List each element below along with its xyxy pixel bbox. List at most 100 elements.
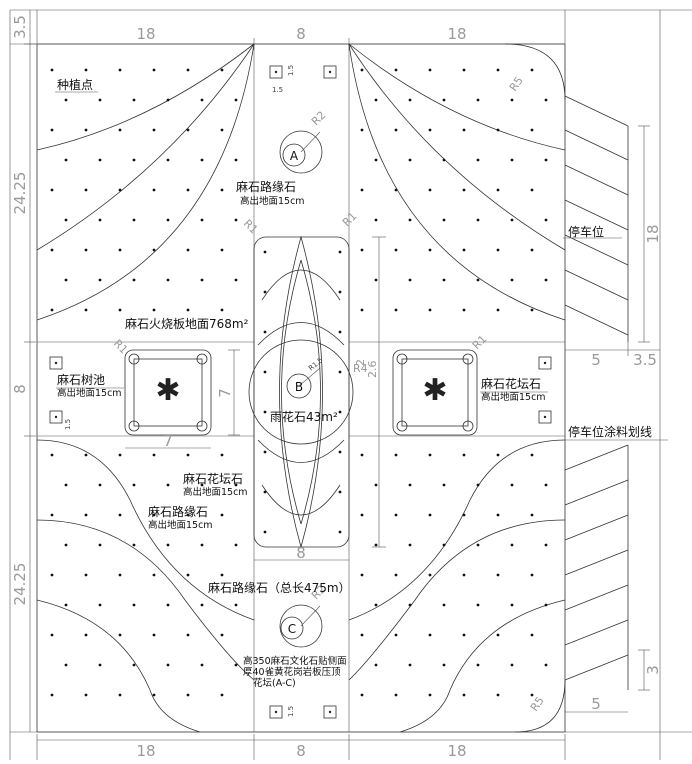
planting-dot xyxy=(360,513,364,517)
planting-dot xyxy=(152,308,156,312)
planting-dot xyxy=(263,290,267,294)
label-rain-flower: 雨花石43m² xyxy=(270,409,338,424)
planting-dot xyxy=(338,370,342,374)
planting-dot xyxy=(530,573,534,577)
planting-dot xyxy=(186,68,190,72)
marker-a-letter: A xyxy=(290,149,299,163)
planting-dot xyxy=(408,483,412,487)
label-planting-points: 种植点 xyxy=(57,77,93,92)
planting-dot xyxy=(462,633,466,637)
planting-dot xyxy=(166,663,170,667)
dim-top-mid: 8 xyxy=(296,25,306,43)
planting-dot xyxy=(84,633,88,637)
planting-dot xyxy=(132,663,136,667)
radius-r5-bottom: R5 xyxy=(528,694,547,713)
palm-tree-icon: ✱ xyxy=(422,373,447,408)
planting-dot xyxy=(118,68,122,72)
planting-dot xyxy=(220,573,224,577)
label-fired-floor: 麻石火烧板地面768m² xyxy=(125,316,249,331)
planting-dot xyxy=(84,573,88,577)
marker-c-letter: C xyxy=(288,622,296,636)
planting-dot xyxy=(496,68,500,72)
label-planter-right-sub: 高出地面15cm xyxy=(481,391,546,403)
planting-dot xyxy=(50,453,54,457)
planting-dot xyxy=(50,128,54,132)
dim-bottom-right: 18 xyxy=(447,742,466,760)
radius-r1-pave-left: R1 xyxy=(241,217,261,237)
planting-dot xyxy=(544,483,548,487)
planting-dot xyxy=(476,603,480,607)
annotation-labels: 种植点 麻石路缘石 高出地面15cm 麻石火烧板地面768m² 麻石树池 高出地… xyxy=(57,77,652,689)
planting-dot xyxy=(186,573,190,577)
rain-flower-paving xyxy=(248,235,386,561)
planting-dot xyxy=(394,633,398,637)
planting-dot xyxy=(234,218,238,222)
planting-dot xyxy=(510,663,514,667)
planting-dot xyxy=(374,98,378,102)
dim-parking-gap: 3 xyxy=(644,665,662,675)
planting-dot xyxy=(200,158,204,162)
planting-dot xyxy=(510,603,514,607)
planting-dot xyxy=(338,450,342,454)
planting-dot xyxy=(220,513,224,517)
planting-dot xyxy=(263,490,267,494)
planting-dot xyxy=(496,308,500,312)
planting-dot xyxy=(428,573,432,577)
planting-dot xyxy=(496,573,500,577)
planting-dot xyxy=(132,483,136,487)
label-curb-top: 麻石路缘石 xyxy=(236,179,296,194)
planting-dot xyxy=(496,128,500,132)
planting-dot xyxy=(84,308,88,312)
dim-top-left: 18 xyxy=(136,25,155,43)
planting-dot xyxy=(462,513,466,517)
planting-dot xyxy=(50,68,54,72)
planting-dot xyxy=(263,330,267,334)
planting-dot xyxy=(530,128,534,132)
planting-dot xyxy=(98,278,102,282)
planting-dot xyxy=(118,453,122,457)
planting-dot xyxy=(462,128,466,132)
dim-square-top-h: 1.5 xyxy=(272,86,283,94)
planting-dot xyxy=(98,663,102,667)
planting-dot xyxy=(360,693,364,697)
label-planter-right: 麻石花坛石 xyxy=(481,376,541,391)
planting-dot xyxy=(152,128,156,132)
planting-dot xyxy=(374,218,378,222)
planting-dot xyxy=(166,543,170,547)
planting-dot xyxy=(394,128,398,132)
planting-dot xyxy=(84,128,88,132)
planting-dot xyxy=(442,218,446,222)
planting-dot xyxy=(374,603,378,607)
dim-paving-width: 8 xyxy=(296,544,306,562)
marker-b: B xyxy=(286,367,321,399)
planting-dot xyxy=(84,513,88,517)
planting-dot xyxy=(200,218,204,222)
planting-dot xyxy=(544,98,548,102)
dim-parking-width: 5 xyxy=(591,351,601,369)
planting-dot xyxy=(200,483,204,487)
planting-dot xyxy=(442,278,446,282)
planting-dot xyxy=(234,98,238,102)
planting-dot xyxy=(544,663,548,667)
planting-dot xyxy=(428,248,432,252)
label-flower-bed-1: 高350麻石文化石贴侧面 xyxy=(243,655,347,667)
planting-dot xyxy=(200,543,204,547)
planting-dot xyxy=(166,218,170,222)
planting-dot xyxy=(98,158,102,162)
planting-dot xyxy=(408,158,412,162)
planting-dot xyxy=(118,308,122,312)
planting-dot xyxy=(530,633,534,637)
dim-parking-width-bottom: 5 xyxy=(591,695,601,713)
planting-dot xyxy=(428,513,432,517)
planting-dot xyxy=(132,98,136,102)
planting-dot xyxy=(428,453,432,457)
planting-dot xyxy=(544,158,548,162)
planting-dot xyxy=(408,663,412,667)
planting-dot xyxy=(530,308,534,312)
planting-points xyxy=(50,68,548,697)
planting-dot xyxy=(118,128,122,132)
planting-dot xyxy=(98,483,102,487)
planting-dot xyxy=(530,188,534,192)
planting-dot xyxy=(338,530,342,534)
planting-dot xyxy=(152,693,156,697)
